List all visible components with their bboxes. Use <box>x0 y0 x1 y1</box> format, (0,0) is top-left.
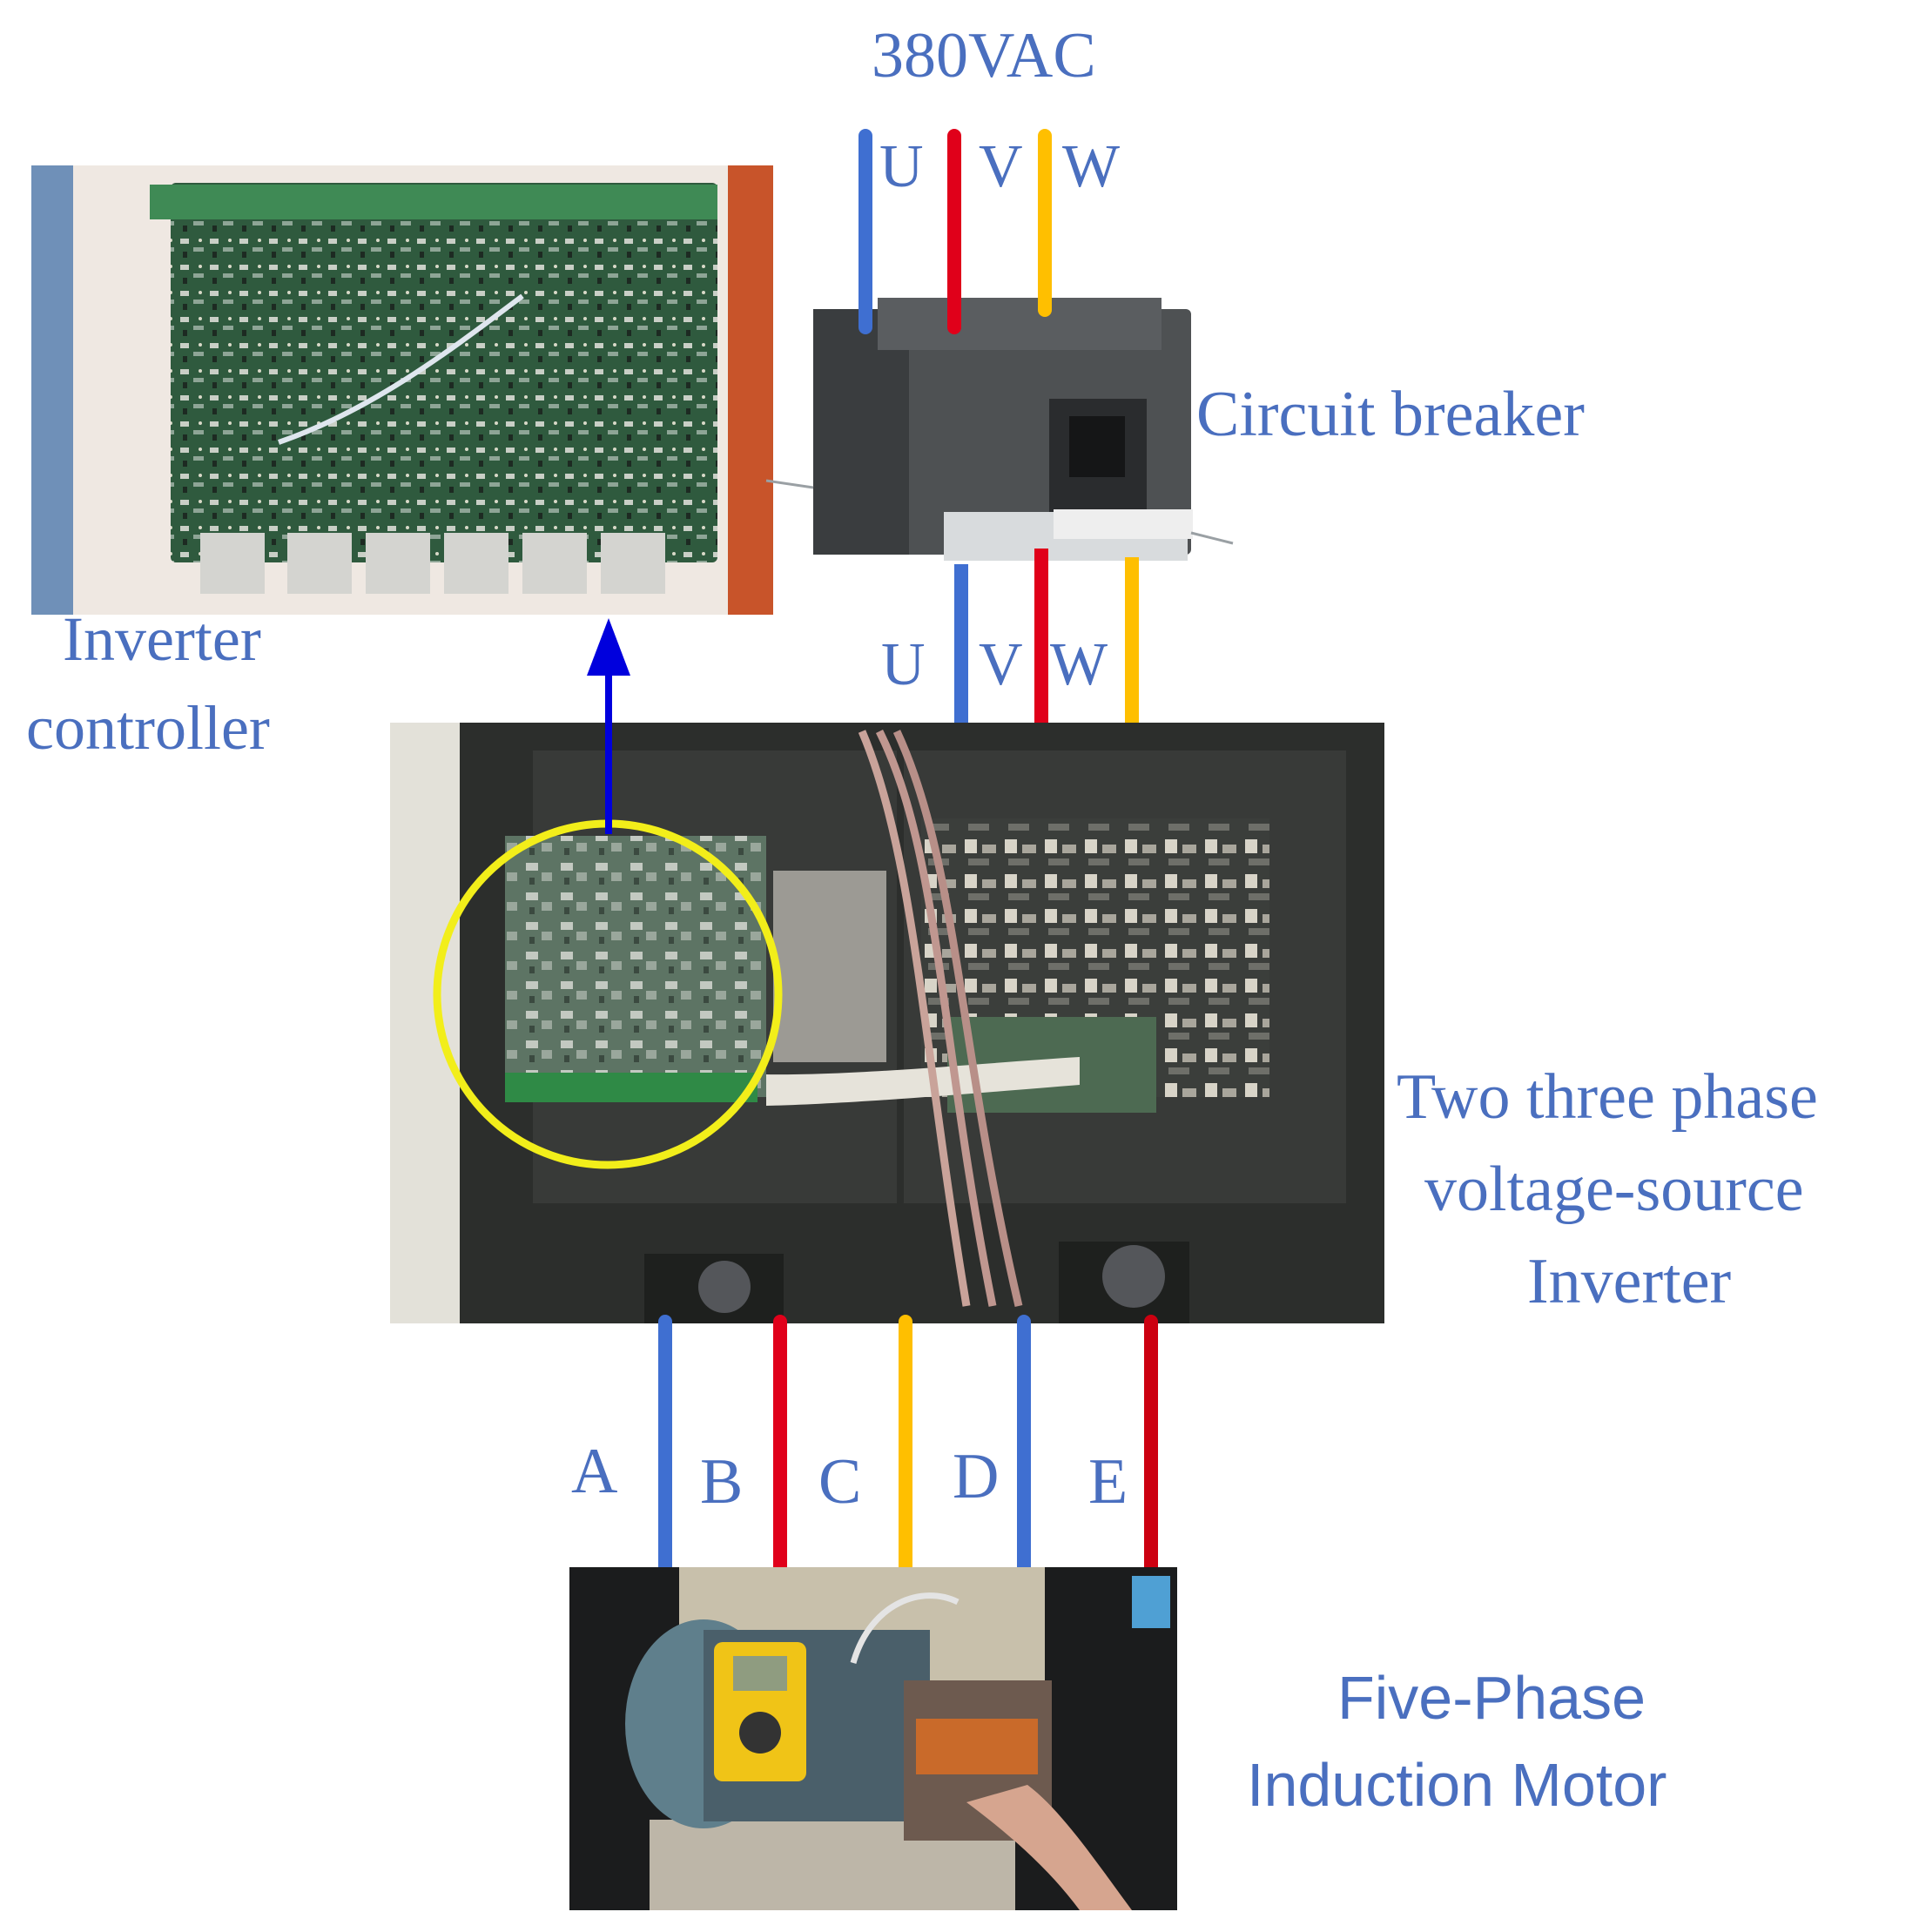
phase-in-u-label: U <box>879 133 924 200</box>
phase-d-label: D <box>953 1441 999 1512</box>
incoming-wires <box>858 129 1052 334</box>
circuit-breaker-label: Circuit breaker <box>1196 379 1585 450</box>
phase-in-v-label: V <box>979 133 1023 200</box>
motor-phase-wires <box>658 1315 1158 1574</box>
inverter-label-line1: Two three phase <box>1397 1061 1818 1133</box>
inverter-controller-photo <box>31 165 773 615</box>
supply-voltage-label: 380VAC <box>872 20 1096 91</box>
motor-label-line2: Induction Motor <box>1247 1751 1666 1819</box>
signal-arrow <box>587 618 630 834</box>
phase-out-w-label: W <box>1050 631 1108 698</box>
outgoing-wires <box>954 549 1139 726</box>
phase-a-label: A <box>571 1436 617 1507</box>
phase-b-label: B <box>700 1446 743 1518</box>
induction-motor-photo <box>569 1567 1177 1910</box>
motor-label-line1: Five-Phase <box>1337 1664 1646 1732</box>
phase-e-label: E <box>1088 1446 1128 1518</box>
phase-in-w-label: W <box>1062 133 1120 200</box>
phase-out-u-label: U <box>881 631 926 698</box>
phase-c-label: C <box>818 1446 861 1518</box>
controller-label-line1: Inverter <box>63 604 261 674</box>
inverter-cabinet-photo <box>390 723 1384 1323</box>
controller-label-line2: controller <box>26 693 270 763</box>
circuit-breaker <box>765 298 1234 561</box>
inverter-label-line3: Inverter <box>1527 1246 1731 1317</box>
inverter-label-line2: voltage-source <box>1424 1154 1804 1225</box>
phase-out-v-label: V <box>979 631 1023 698</box>
